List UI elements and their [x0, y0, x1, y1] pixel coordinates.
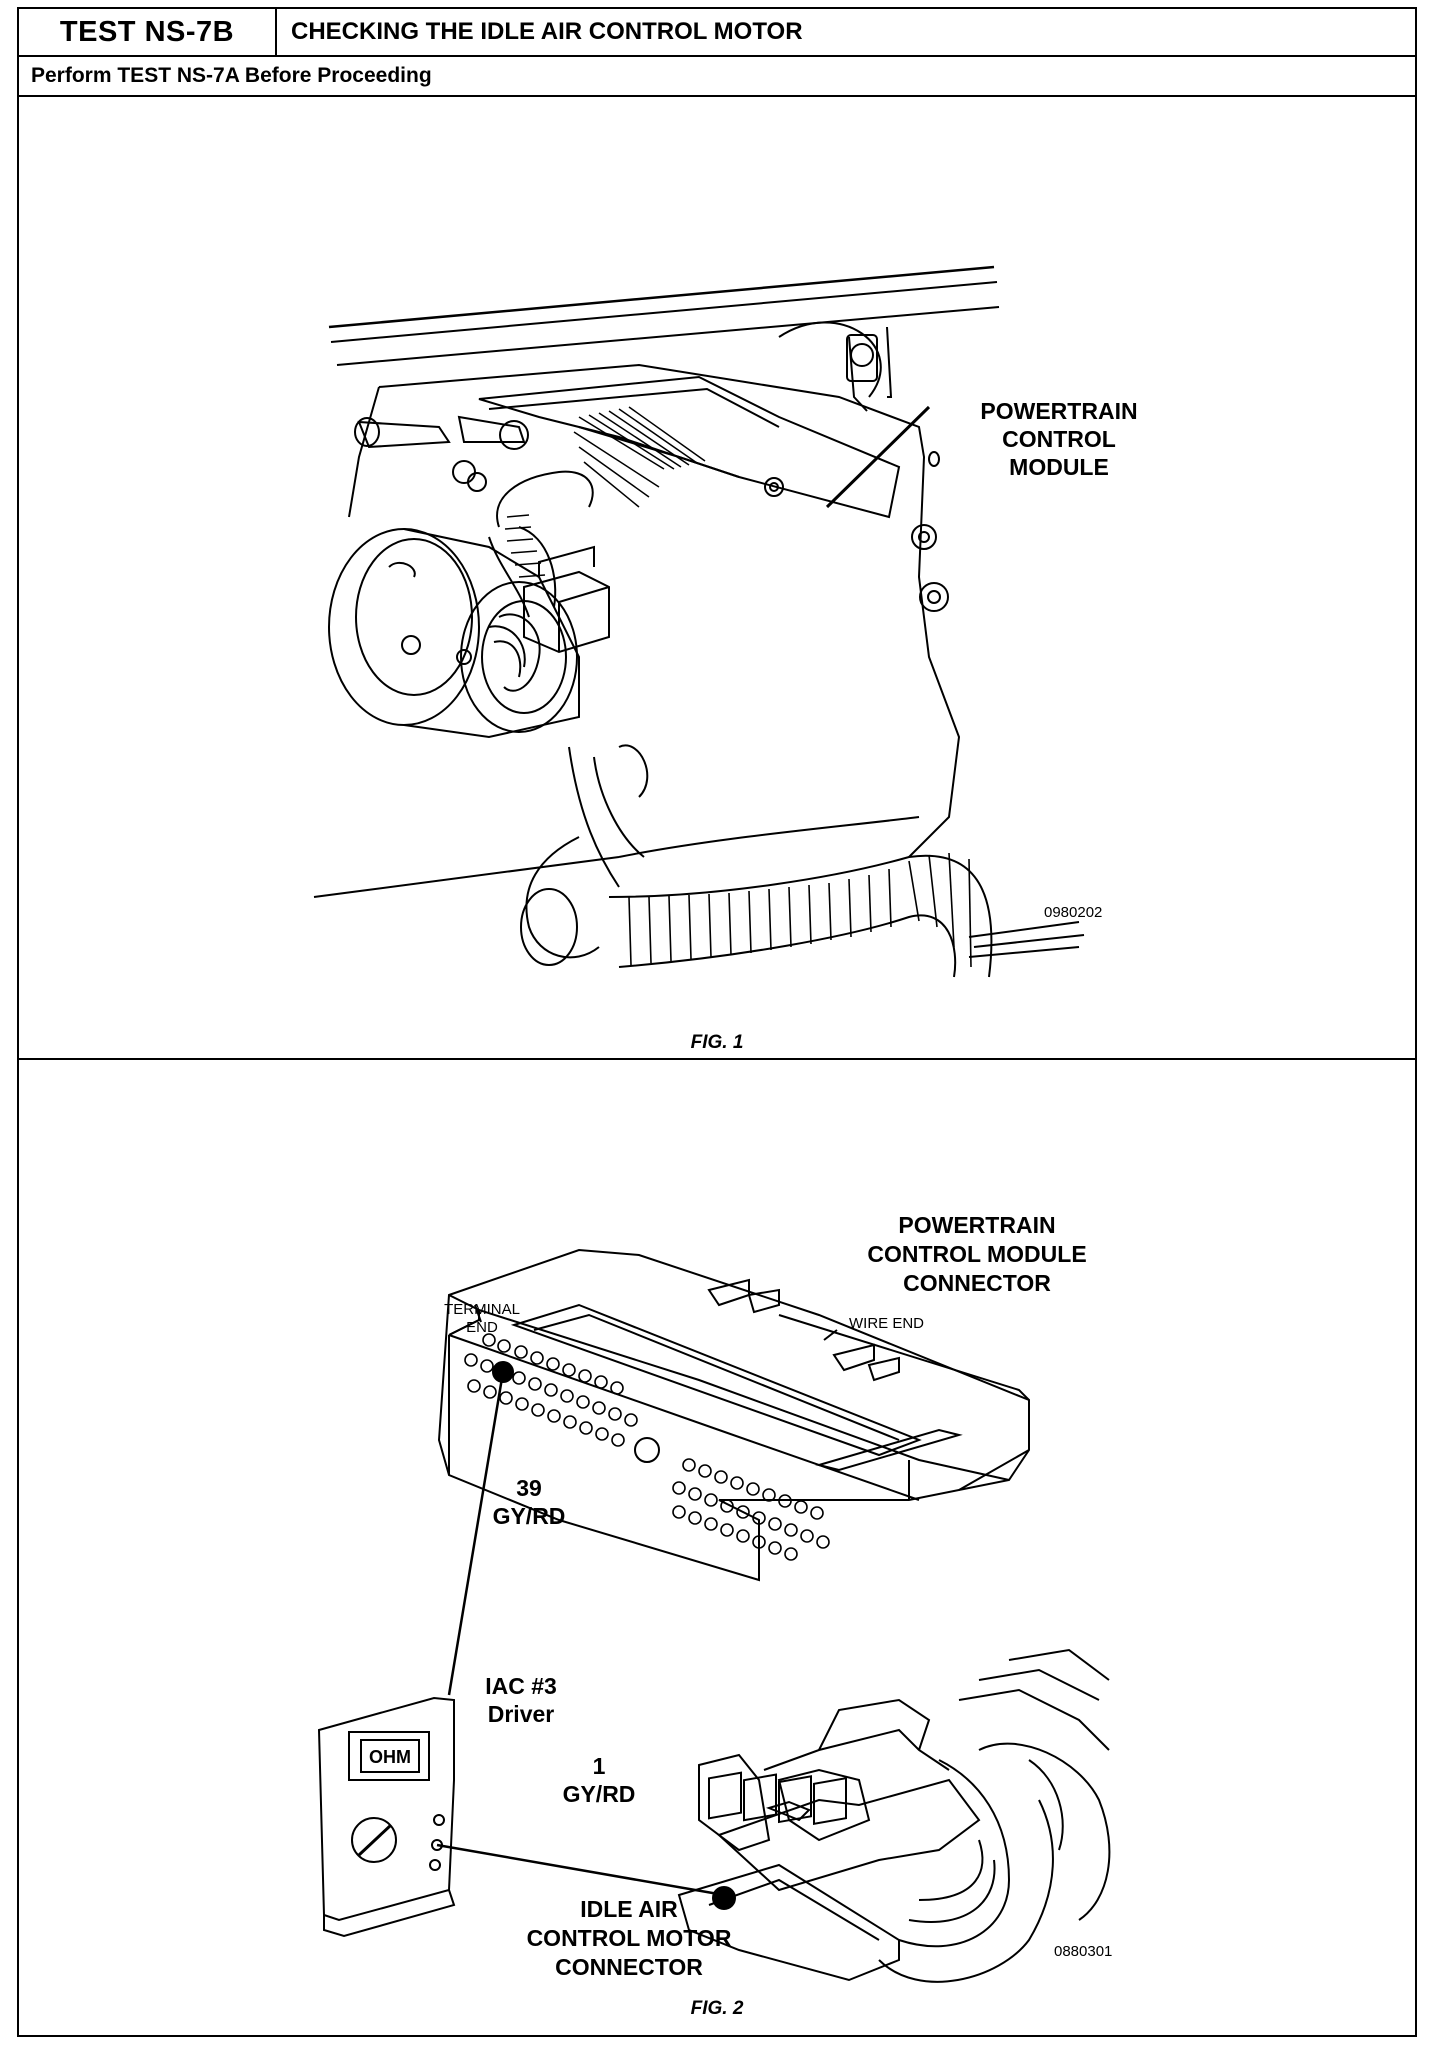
pin-39-color: GY/RD [493, 1503, 566, 1529]
ohmmeter-display: OHM [369, 1747, 411, 1767]
pcm-connector-label-line2: CONTROL MODULE [867, 1241, 1086, 1267]
prerequisite-note: Perform TEST NS-7A Before Proceeding [19, 57, 1415, 97]
iac-connector-label-line3: CONNECTOR [555, 1954, 703, 1980]
pcm-connector-label-line3: CONNECTOR [903, 1270, 1051, 1296]
iac-connector-label-line2: CONTROL MOTOR [527, 1925, 732, 1951]
pcm-label-line2: CONTROL [1002, 426, 1116, 452]
wire-end-label: WIRE END [849, 1315, 924, 1332]
terminal-end-line1: TERMINAL [444, 1301, 520, 1318]
test-id: TEST NS-7B [19, 9, 277, 55]
figure-1-code: 0980202 [1044, 904, 1102, 921]
iac-connector-label-line1: IDLE AIR [580, 1896, 678, 1922]
figure-1-labels: POWERTRAIN CONTROL MODULE 0980202 [980, 398, 1137, 921]
terminal-end-line2: END [466, 1319, 498, 1336]
iac-driver-line2: Driver [488, 1701, 555, 1727]
test-sheet: TEST NS-7B CHECKING THE IDLE AIR CONTROL… [17, 7, 1417, 2037]
figure-1-illustration [313, 265, 1085, 978]
pin-39-number: 39 [516, 1475, 542, 1501]
figure-2-illustration [317, 1248, 1111, 1983]
header-row: TEST NS-7B CHECKING THE IDLE AIR CONTROL… [19, 9, 1415, 57]
figure-2-panel: POWERTRAIN CONTROL MODULE CONNECTOR TERM… [19, 1060, 1415, 2035]
pcm-connector-label-line1: POWERTRAIN [898, 1212, 1055, 1238]
figure-2-code: 0880301 [1054, 1943, 1112, 1960]
figure-2-labels: POWERTRAIN CONTROL MODULE CONNECTOR TERM… [369, 1212, 1112, 1980]
figure-1-caption: FIG. 1 [690, 1032, 744, 1053]
pcm-label-line3: MODULE [1009, 454, 1109, 480]
pcm-label-line1: POWERTRAIN [980, 398, 1137, 424]
test-title: CHECKING THE IDLE AIR CONTROL MOTOR [291, 18, 803, 45]
pin-1-number: 1 [593, 1753, 606, 1779]
iac-driver-line1: IAC #3 [485, 1673, 557, 1699]
figure-1-panel: POWERTRAIN CONTROL MODULE 0980202 FIG. 1 [19, 97, 1415, 1060]
pin-1-color: GY/RD [563, 1781, 636, 1807]
figure-2-caption: FIG. 2 [690, 1998, 744, 2019]
